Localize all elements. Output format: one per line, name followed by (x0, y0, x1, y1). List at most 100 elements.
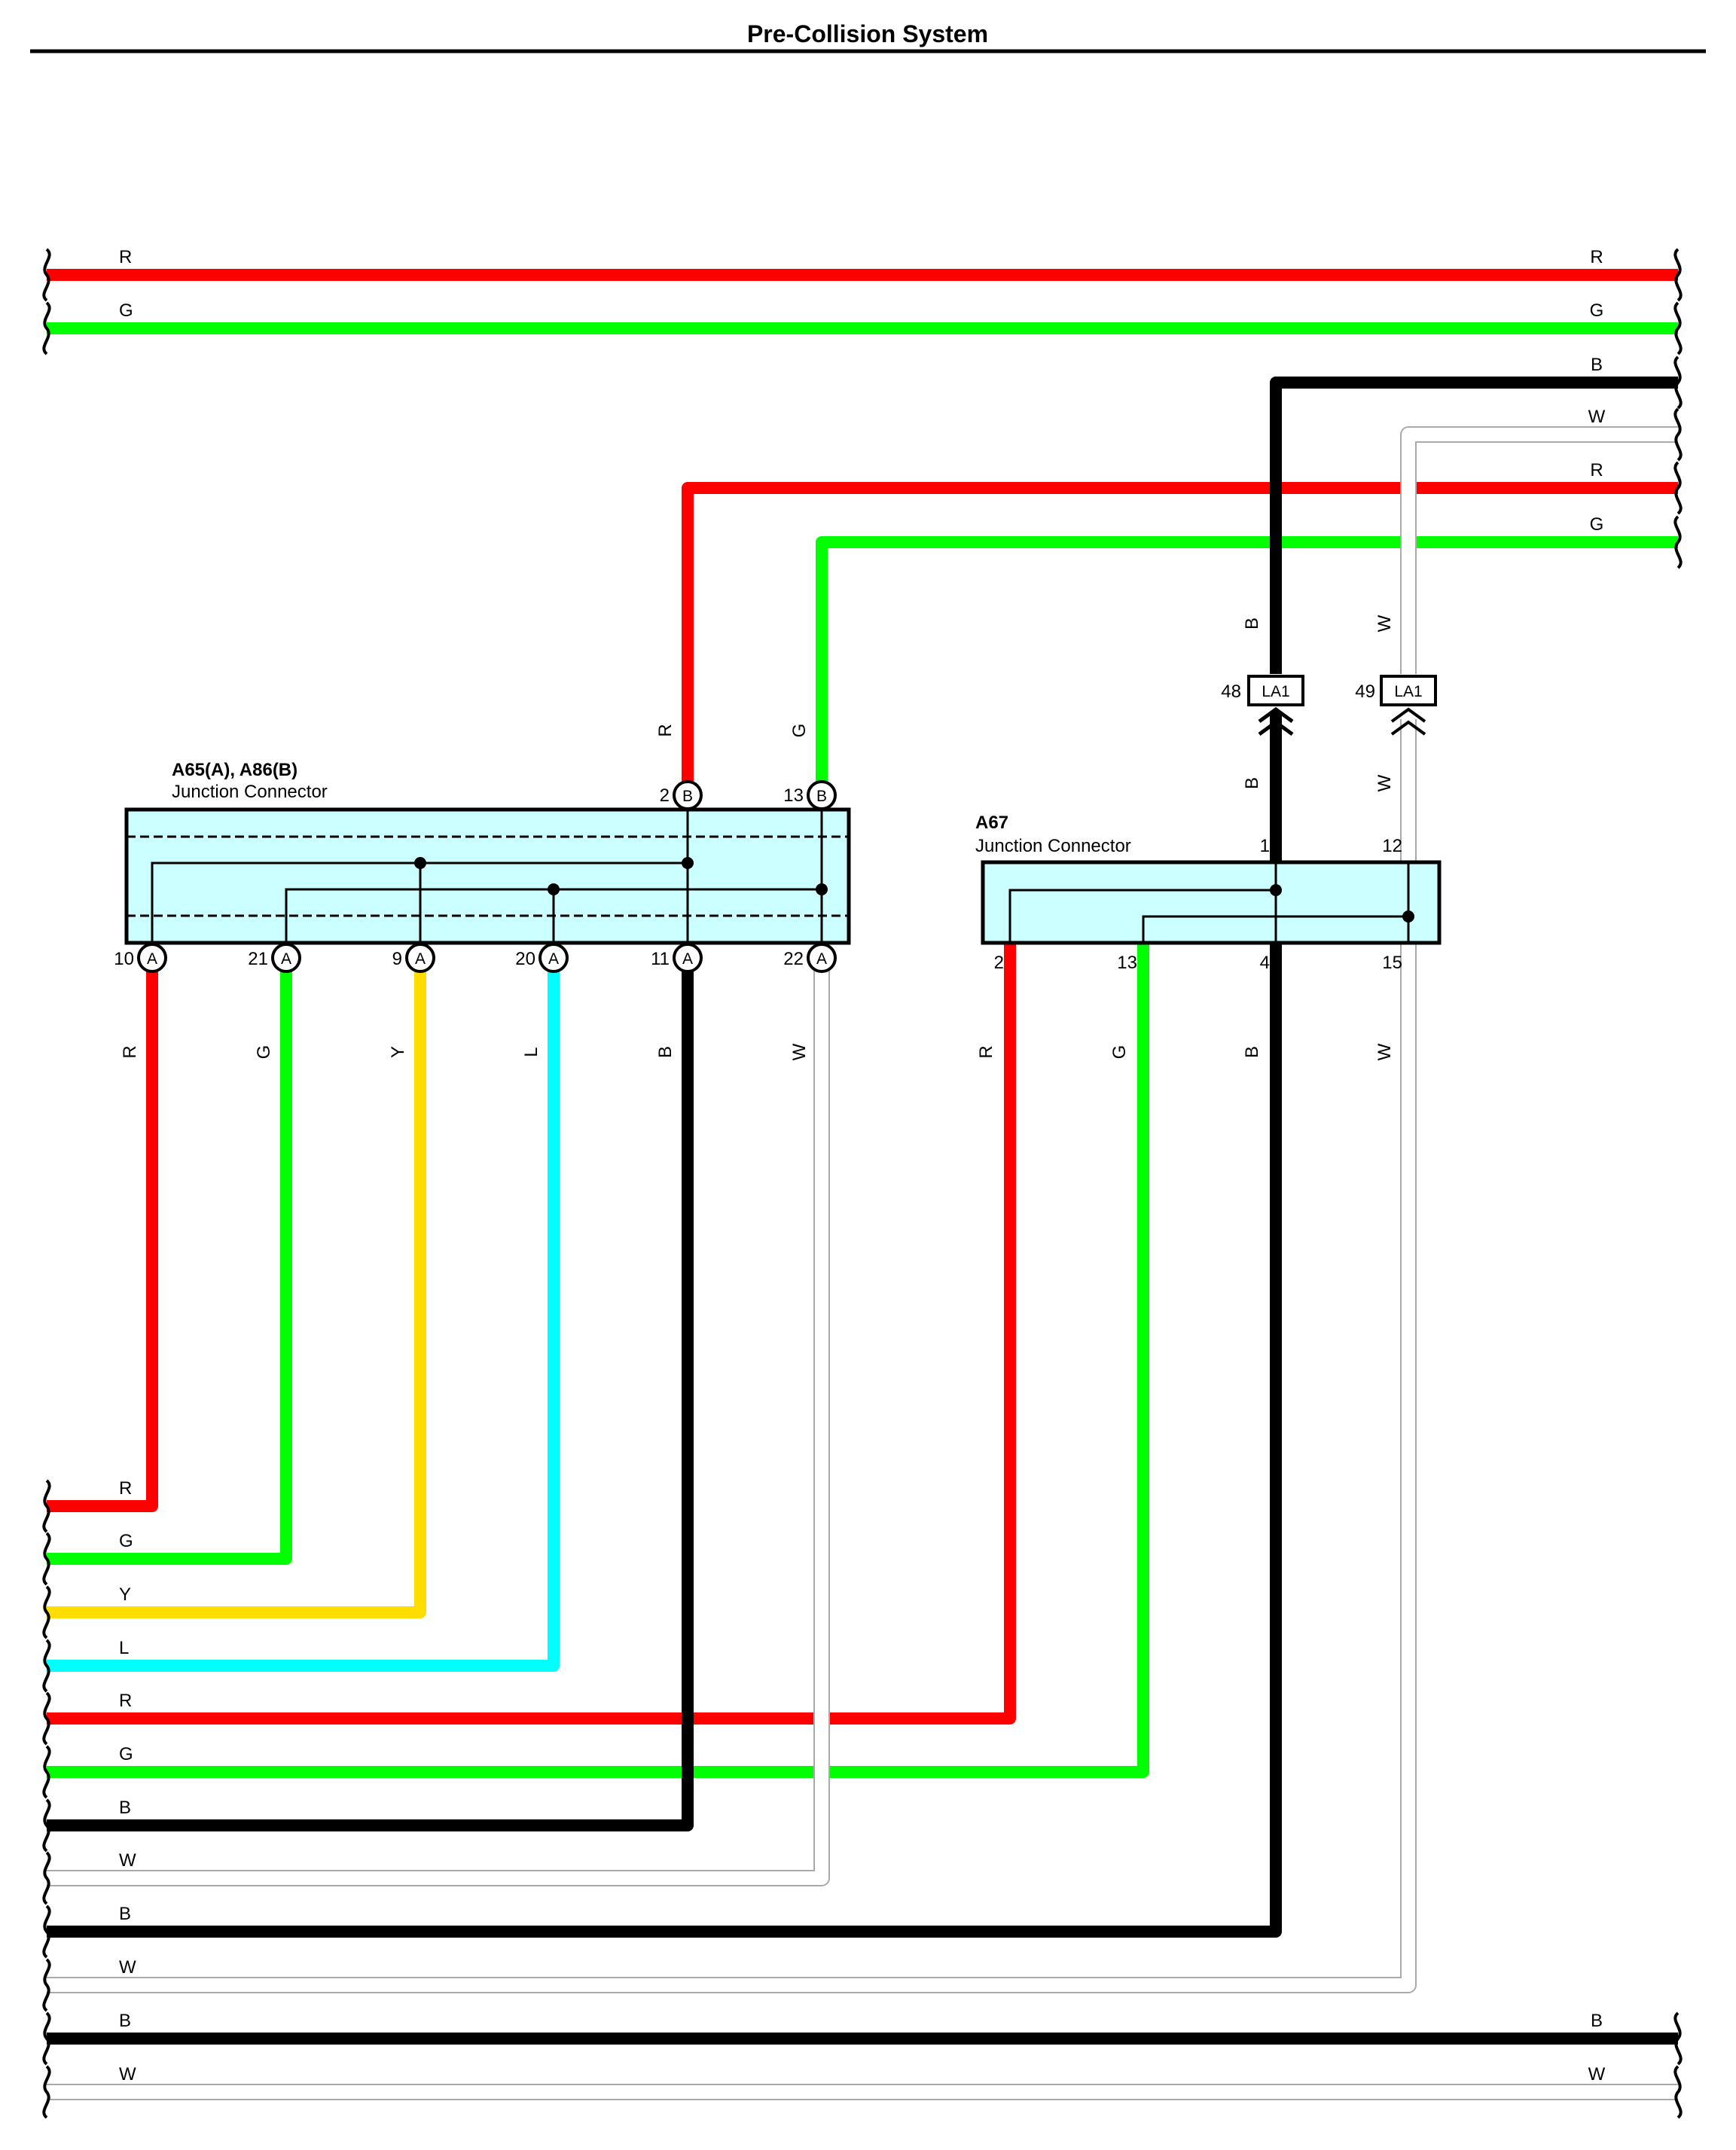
a65-bottom-pin-22-tag: A (816, 950, 827, 968)
break-top-right-3 (1673, 407, 1683, 462)
wire-a67-pin13-g (47, 943, 1149, 1778)
edge-label-top-right-4: R (1590, 460, 1603, 480)
a67-bottom-pin-num-4: 4 (1260, 953, 1270, 973)
break-top-right-4 (1673, 461, 1683, 515)
a65-bottom-pin-10-tag: A (147, 950, 157, 968)
wire-a65-pin2-r (682, 482, 1678, 792)
edge-label-left-9: W (119, 1957, 136, 1978)
edges-layer: R G R G B W R G R G Y L R G B W B W B W B W (42, 247, 1683, 2119)
a67-bottom-pin-num-13: 13 (1117, 953, 1137, 973)
a65-top-pin-2-tag: B (682, 788, 693, 805)
a65-bottom-pin-num-22: 22 (783, 949, 804, 969)
a65-top-wire-label-2: R (655, 724, 676, 736)
pins-layer: B2RB13GA10RA21GA9YA20LA11BA22W1BB12WW2R1… (114, 615, 1402, 1060)
a65-bottom-pin-21: A (271, 943, 301, 973)
connector-a67-internal (1008, 862, 1410, 943)
a65-bottom-wire-label-9: Y (388, 1046, 408, 1058)
edge-label-top-left-1: G (119, 300, 133, 321)
a65-bottom-pin-num-20: 20 (515, 949, 535, 969)
break-top-left-0 (42, 248, 51, 302)
connector-a65-name: A65(A), A86(B) (172, 760, 297, 780)
a67-bottom-pin-num-2: 2 (994, 953, 1004, 973)
a65-top-pin-13: B (807, 780, 837, 810)
a65-bottom-pin-11-tag: A (682, 950, 693, 968)
break-top-right-1 (1673, 301, 1683, 355)
a67-top-pin-num-12: 12 (1382, 836, 1402, 856)
edge-label-left-11: W (119, 2064, 136, 2084)
connector-la1-pin48: LA1 48 (1221, 675, 1304, 736)
break-left-4 (42, 1691, 51, 1746)
break-left-6 (42, 1798, 51, 1853)
break-bottom-right-0 (1673, 2011, 1683, 2066)
a65-bottom-pin-21-tag: A (281, 950, 291, 968)
break-left-0 (42, 1479, 51, 1533)
break-top-left-1 (42, 301, 51, 355)
a65-top-pin-num-13: 13 (783, 785, 804, 806)
a67-bottom-wire-label-2: R (976, 1045, 996, 1058)
a65-bottom-wire-label-10: R (120, 1045, 140, 1058)
a65-top-pin-13-tag: B (816, 788, 827, 805)
a65-bottom-wire-label-21: G (254, 1045, 274, 1060)
connector-a67: A67 Junction Connector (975, 813, 1442, 945)
wire-top-w-to-la1-inner (1402, 428, 1678, 674)
wire-a67-pin4-b (47, 943, 1282, 1938)
edge-label-left-1: G (119, 1531, 133, 1551)
a65-bottom-wire-label-11: B (655, 1046, 676, 1058)
connector-a65-internal (151, 810, 823, 943)
break-left-2 (42, 1585, 51, 1639)
la1-pin-48: 48 (1221, 682, 1241, 702)
edge-label-left-3: L (119, 1638, 129, 1658)
break-left-11 (42, 2065, 51, 2119)
a65-bottom-pin-20: A (538, 943, 569, 973)
edge-label-left-7: W (119, 1850, 136, 1871)
edge-label-left-10: B (119, 2011, 131, 2031)
break-bottom-right-1 (1673, 2065, 1683, 2119)
connector-a65-desc: Junction Connector (172, 782, 328, 802)
wire-a65-pin20-l (47, 958, 560, 1672)
wire-a67-pin2-r (47, 943, 1016, 1725)
break-left-7 (42, 1851, 51, 1905)
a65-bottom-pin-10: A (137, 943, 167, 973)
edge-label-top-left-0: R (119, 247, 132, 267)
a67-top-pin-num-1: 1 (1260, 836, 1270, 856)
wire-a65-pin10-r (47, 958, 158, 1512)
break-left-8 (42, 1905, 51, 1959)
connector-a67-body (981, 860, 1442, 945)
connector-la1-pin49: LA1 49 (1355, 675, 1437, 736)
edge-label-left-6: B (119, 1798, 131, 1818)
a67-bottom-wire-label-15: W (1374, 1043, 1395, 1060)
connector-a67-junctions (1270, 884, 1414, 923)
wire-a65-pin11-b (47, 958, 694, 1831)
wire-a65-pin22-w-inner (47, 958, 828, 1885)
connector-a65-junctions (414, 857, 828, 895)
wire-a65-pin22-w (47, 958, 830, 1886)
a65-top-pin-2: B (673, 780, 703, 810)
edge-label-top-right-0: R (1590, 247, 1603, 267)
a65-bottom-pin-20-tag: A (548, 950, 559, 968)
edge-label-top-right-1: G (1590, 300, 1604, 321)
wires-layer (47, 269, 1678, 2100)
a67-bottom-wire-label-4: B (1242, 1046, 1262, 1058)
break-top-right-2 (1673, 355, 1683, 410)
edge-label-bottom-right-1: W (1588, 2064, 1606, 2084)
wire-a65-pin21-g (47, 958, 292, 1565)
la1-label-48: LA1 (1262, 683, 1289, 700)
edge-label-left-5: G (119, 1744, 133, 1764)
wire-a65-pin13-g (816, 536, 1678, 792)
a65-bottom-pin-num-10: 10 (114, 949, 134, 969)
a65-bottom-wire-label-22: W (789, 1043, 810, 1060)
a67-bottom-wire-label-13: G (1109, 1045, 1130, 1060)
la1-upper-wire-label-12: W (1374, 615, 1395, 632)
break-left-1 (42, 1532, 51, 1586)
la1-label-49: LA1 (1394, 683, 1422, 700)
edge-label-bottom-right-0: B (1591, 2011, 1603, 2031)
a65-bottom-pin-11: A (673, 943, 703, 973)
break-left-9 (42, 1958, 51, 2012)
edge-label-left-8: B (119, 1904, 131, 1924)
a65-bottom-pin-num-21: 21 (248, 949, 268, 969)
a67-top-wire-label-12: W (1374, 774, 1395, 791)
a67-bottom-pin-num-15: 15 (1382, 953, 1402, 973)
a65-bottom-pin-9-tag: A (415, 950, 426, 968)
a67-top-wire-label-1: B (1242, 777, 1262, 789)
wire-top-b-to-la1 (1270, 377, 1678, 674)
